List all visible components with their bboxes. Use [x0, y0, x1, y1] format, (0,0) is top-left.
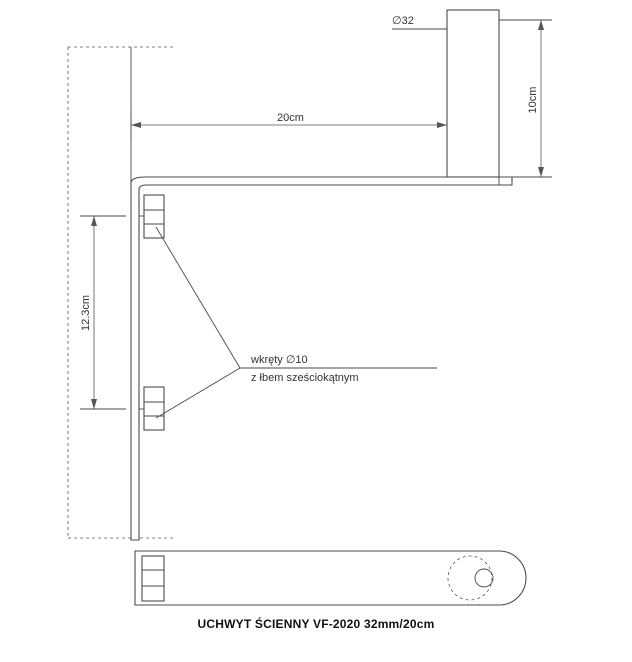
diameter-label: ∅32: [392, 15, 414, 27]
mast-pipe: [446, 9, 500, 178]
screw-leaders: [155, 226, 437, 419]
arm-length-label: 20cm: [277, 112, 304, 124]
drawing-caption: UCHWYT ŚCIENNY VF-2020 32mm/20cm: [198, 616, 435, 631]
bottom-view: [134, 550, 527, 606]
dimension-pipe-height: 10cm: [527, 20, 544, 177]
bolt-spacing-label: 12.3cm: [80, 295, 92, 331]
dimension-bolt-spacing: 12.3cm: [80, 216, 97, 409]
pipe-height-label: 10cm: [527, 87, 539, 114]
lower-bolt: [139, 386, 165, 431]
screws-label-line2: z łbem sześciokątnym: [251, 372, 359, 384]
dimension-arm-length: 20cm: [131, 112, 447, 128]
screws-label-line1: wkręty ∅10: [250, 354, 308, 366]
extension-lines: [80, 19, 552, 410]
upper-bolt: [139, 194, 165, 239]
wall-outline: [67, 46, 175, 539]
diameter-callout: ∅32: [392, 15, 447, 30]
